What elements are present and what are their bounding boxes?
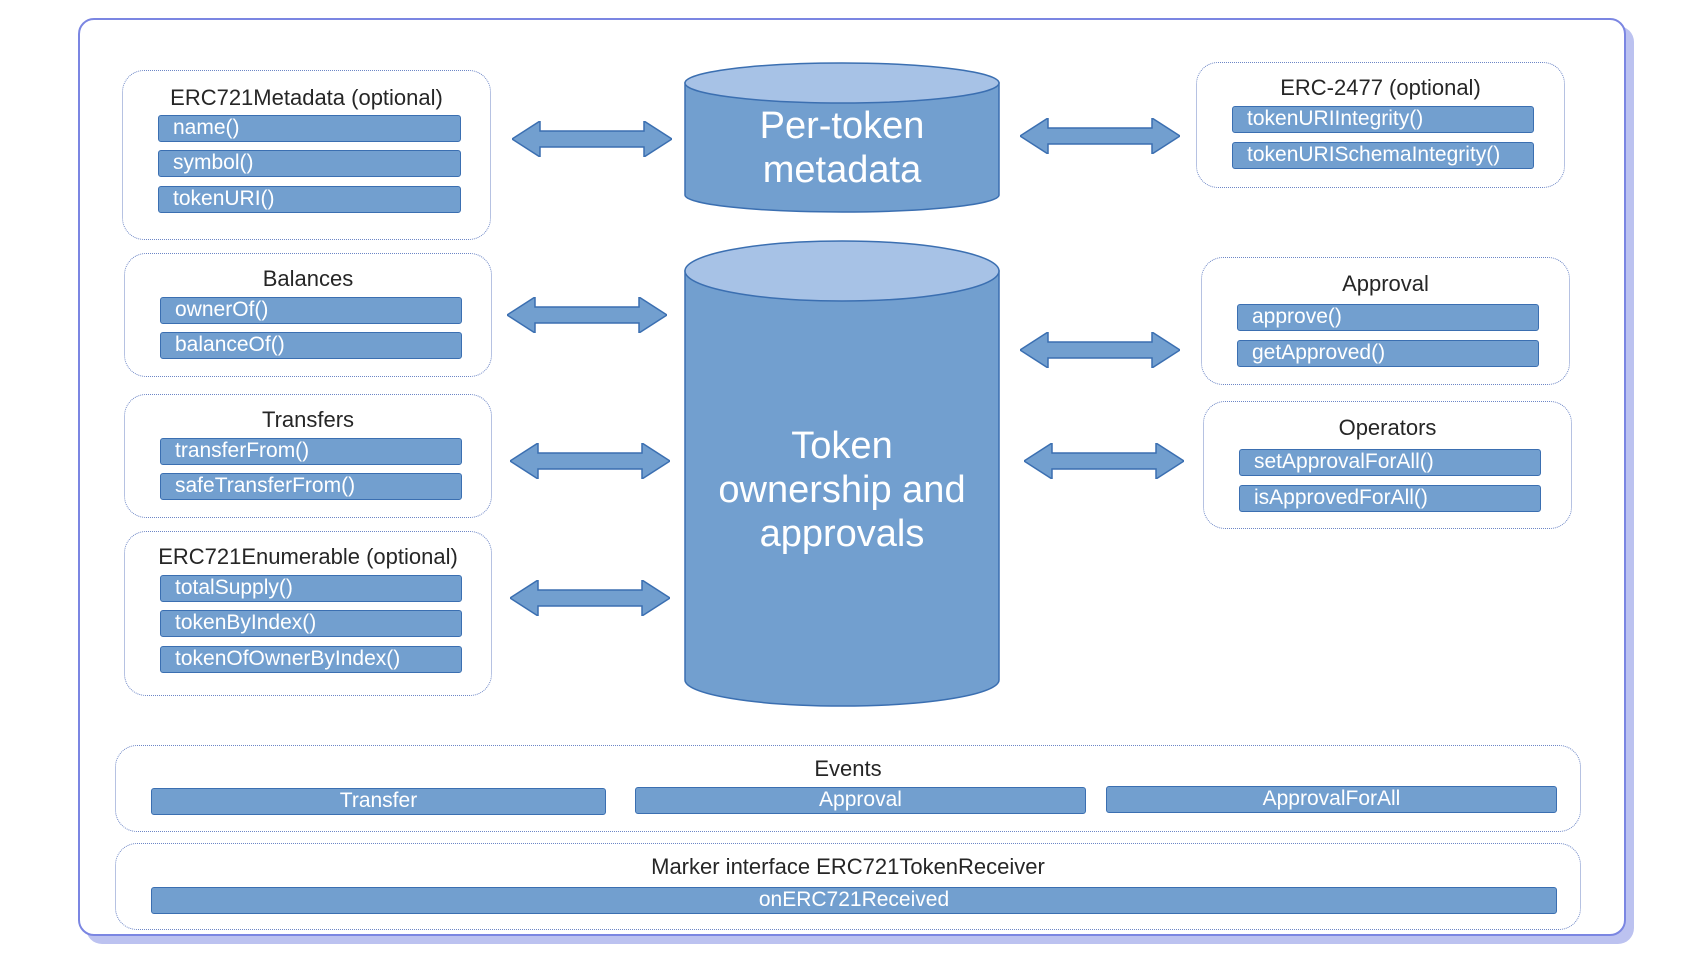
method-name: name() xyxy=(158,115,461,142)
group-title: Marker interface ERC721TokenReceiver xyxy=(651,854,1045,879)
metadata-cylinder-label: Per-token metadata xyxy=(685,104,999,192)
group-title: Operators xyxy=(1338,415,1437,440)
group-erc721-enumerable: ERC721Enumerable (optional) totalSupply(… xyxy=(124,531,492,696)
event-approval: Approval xyxy=(635,787,1086,814)
method-tokenofownerbyindex: tokenOfOwnerByIndex() xyxy=(160,646,462,673)
event-transfer: Transfer xyxy=(151,788,606,815)
arrow-approval xyxy=(1020,332,1180,368)
arrow-balances xyxy=(507,297,667,333)
method-ownerof: ownerOf() xyxy=(160,297,462,324)
group-title: ERC721Metadata (optional) xyxy=(170,85,443,110)
metadata-cylinder xyxy=(684,62,1000,213)
ownership-cylinder-label: Token ownership and approvals xyxy=(685,424,999,556)
method-tokenurischemaintegrity: tokenURISchemaIntegrity() xyxy=(1232,142,1534,169)
ownership-label-line: Token xyxy=(791,425,893,467)
group-token-receiver: Marker interface ERC721TokenReceiver onE… xyxy=(115,843,1581,930)
method-transferfrom: transferFrom() xyxy=(160,438,462,465)
arrow-transfers xyxy=(510,443,670,479)
method-safetransferfrom: safeTransferFrom() xyxy=(160,473,462,500)
group-erc2477: ERC-2477 (optional) tokenURIIntegrity() … xyxy=(1196,62,1565,188)
group-erc721-metadata: ERC721Metadata (optional) name() symbol(… xyxy=(122,70,491,240)
group-operators: Operators setApprovalForAll() isApproved… xyxy=(1203,401,1572,529)
ownership-label-line: ownership and xyxy=(718,469,966,511)
group-title: ERC-2477 (optional) xyxy=(1280,75,1481,100)
arrow-erc2477 xyxy=(1020,118,1180,154)
group-title: Approval xyxy=(1342,271,1429,296)
group-title: Events xyxy=(814,756,882,781)
method-symbol: symbol() xyxy=(158,150,461,177)
method-getapproved: getApproved() xyxy=(1237,340,1539,367)
group-approval: Approval approve() getApproved() xyxy=(1201,257,1570,385)
group-transfers: Transfers transferFrom() safeTransferFro… xyxy=(124,394,492,518)
method-setapprovalforall: setApprovalForAll() xyxy=(1239,449,1541,476)
group-title: Transfers xyxy=(261,407,355,432)
method-approve: approve() xyxy=(1237,304,1539,331)
metadata-label-line: Per-token xyxy=(759,105,925,147)
arrow-enumerable xyxy=(510,580,670,616)
method-balanceof: balanceOf() xyxy=(160,332,462,359)
group-balances: Balances ownerOf() balanceOf() xyxy=(124,253,492,377)
event-approvalforall: ApprovalForAll xyxy=(1106,786,1557,813)
group-title: Balances xyxy=(262,266,354,291)
ownership-label-line: approvals xyxy=(759,513,925,555)
group-events: Events Transfer Approval ApprovalForAll xyxy=(115,745,1581,832)
metadata-label-line: metadata xyxy=(762,149,922,191)
method-onerc721received: onERC721Received xyxy=(151,887,1557,914)
method-totalsupply: totalSupply() xyxy=(160,575,462,602)
arrow-metadata xyxy=(512,121,672,157)
method-tokenuri: tokenURI() xyxy=(158,186,461,213)
arrow-operators xyxy=(1024,443,1184,479)
method-tokenuriintegrity: tokenURIIntegrity() xyxy=(1232,106,1534,133)
method-isapprovedforall: isApprovedForAll() xyxy=(1239,485,1541,512)
group-title: ERC721Enumerable (optional) xyxy=(158,544,458,569)
method-tokenbyindex: tokenByIndex() xyxy=(160,610,462,637)
ownership-cylinder xyxy=(684,240,1000,707)
